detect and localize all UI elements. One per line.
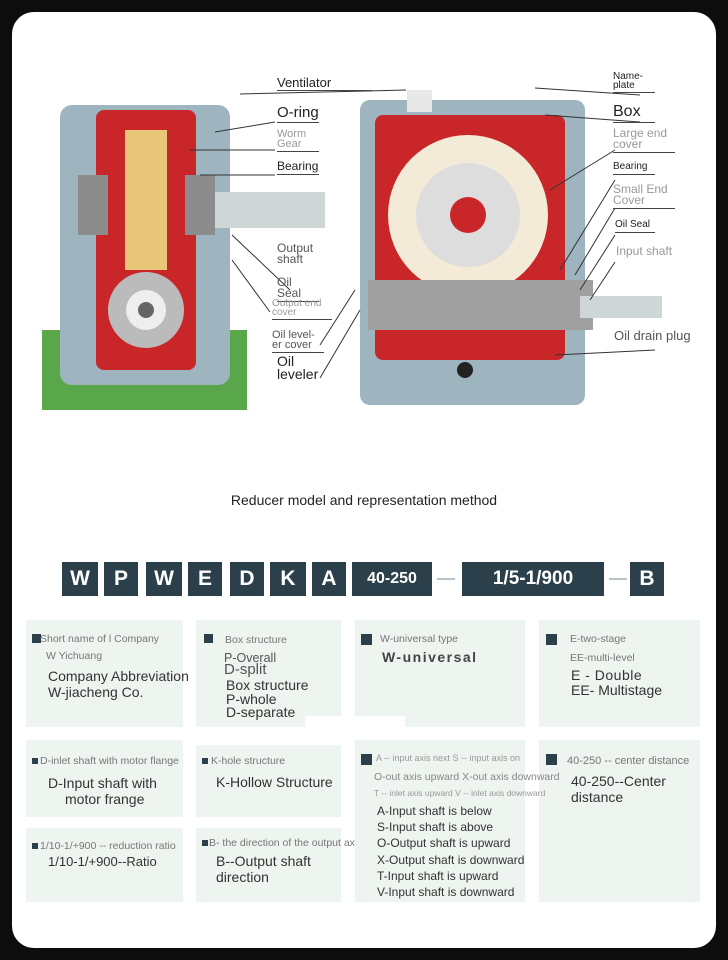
- gearbox-cutaway-diagram: [42, 87, 662, 410]
- card-text: motor frange: [65, 791, 145, 807]
- card-motor-flange: D-inlet shaft with motor flange D-Input …: [26, 740, 183, 817]
- label-nameplate: Name-plate: [613, 72, 655, 93]
- white-patch: [305, 716, 405, 732]
- card-text: S-Input shaft is above: [377, 820, 494, 834]
- card-note: Short name of l Company: [40, 633, 160, 645]
- card-note: O-out axis upward X-out axis downward: [374, 771, 560, 783]
- card-shaft-direction: A -- input axis next S -- input axis on …: [355, 740, 560, 902]
- card-note: T -- inlet axis upward V -- inlet axis d…: [374, 788, 546, 798]
- card-note: EE-multi-level: [570, 652, 635, 664]
- label-o-ring: O-ring: [277, 104, 319, 123]
- card-text: distance: [571, 789, 624, 805]
- code-dash: [609, 578, 627, 580]
- label-oil-drain-plug: Oil drain plug: [614, 328, 691, 343]
- label-output-shaft: Output shaft: [277, 241, 314, 266]
- left-gearbox: [42, 105, 325, 410]
- card-text: E - Double: [571, 667, 643, 683]
- right-gearbox: [360, 90, 662, 405]
- code-letter-w2: W: [146, 562, 182, 596]
- card-note: W-universal type: [380, 633, 459, 645]
- card-note: D-inlet shaft with motor flange: [40, 755, 179, 767]
- card-text: D-Input shaft with: [48, 775, 157, 791]
- card-note: 40-250 -- center distance: [567, 755, 690, 767]
- card-text: Company Abbreviation: [48, 668, 189, 684]
- label-output-end-cover: Output end cover: [272, 299, 332, 320]
- card-box-structure: Box structure P-Overall D-split Box stru…: [196, 620, 341, 727]
- label-ventilator: Ventilator: [277, 76, 372, 91]
- card-text: EE- Multistage: [571, 682, 663, 698]
- label-small-end-cover: Small End Cover: [613, 183, 675, 209]
- card-note: Box structure: [225, 634, 287, 646]
- card-text: W-universal: [382, 649, 478, 665]
- code-center-distance: 40-250: [352, 562, 432, 596]
- card-output-direction: B- the direction of the output axis B--O…: [196, 828, 363, 902]
- label-oil-leveler-cover: Oil level-er cover: [272, 330, 324, 353]
- label-bearing: Bearing: [277, 159, 319, 175]
- code-letter-d: D: [230, 562, 264, 596]
- code-letter-k: K: [270, 562, 306, 596]
- code-letter-e: E: [188, 562, 222, 596]
- card-text: K-Hollow Structure: [216, 774, 333, 790]
- label-oil-leveler: Oil leveler: [277, 353, 319, 382]
- card-text: X-Output shaft is downward: [377, 853, 525, 867]
- card-text: V-Input shaft is downward: [377, 885, 515, 899]
- card-text: P-Overall: [224, 651, 277, 665]
- card-note: A -- input axis next S -- input axis on: [376, 753, 521, 763]
- card-text: T-Input shaft is upward: [377, 869, 499, 883]
- label-worm-gear: Worm Gear: [277, 129, 319, 152]
- card-note: B- the direction of the output axis: [209, 837, 363, 849]
- label-bearing-right: Bearing: [613, 161, 655, 175]
- card-stage: E-two-stage EE-multi-level E - Double EE…: [539, 620, 700, 727]
- card-company: Short name of l Company W Yichuang Compa…: [26, 620, 189, 727]
- code-letter-w: W: [62, 562, 98, 596]
- card-note: E-two-stage: [570, 633, 627, 645]
- section-title: Reducer model and representation method: [230, 492, 498, 508]
- label-oil-seal-left: Oil Seal: [277, 276, 319, 302]
- card-note: K-hole structure: [211, 755, 286, 767]
- card-text: A-Input shaft is below: [377, 804, 492, 818]
- label-oil-seal-right: Oil Seal: [615, 219, 655, 233]
- card-text: B--Output shaft: [216, 853, 311, 869]
- code-letter-a: A: [312, 562, 346, 596]
- card-center-distance: 40-250 -- center distance 40-250--Center…: [539, 740, 700, 902]
- label-box: Box: [613, 104, 655, 123]
- card-universal: W-universal type W-universal: [355, 620, 525, 727]
- code-letter-p: P: [104, 562, 138, 596]
- card-text: Box structure: [226, 677, 309, 693]
- card-text: D-split: [224, 661, 267, 678]
- card-text: 40-250--Center: [571, 773, 666, 789]
- card-text: 1/10-1/+900--Ratio: [48, 854, 157, 869]
- card-text: D-separate: [226, 704, 296, 720]
- card-text: O-Output shaft is upward: [377, 836, 511, 850]
- card-note: 1/10-1/+900 -- reduction ratio: [40, 840, 176, 852]
- card-text: P-whole: [226, 691, 277, 707]
- code-letter-b: B: [630, 562, 664, 596]
- card-note: W Yichuang: [46, 650, 103, 662]
- card-text: W-jiacheng Co.: [48, 684, 144, 700]
- label-large-end-cover: Large end cover: [613, 127, 675, 153]
- card-text: direction: [216, 869, 269, 885]
- code-ratio: 1/5-1/900: [462, 562, 604, 596]
- card-hollow: K-hole structure K-Hollow Structure: [196, 745, 341, 817]
- code-dash: [437, 578, 455, 580]
- card-ratio: 1/10-1/+900 -- reduction ratio 1/10-1/+9…: [26, 828, 183, 902]
- label-input-shaft: Input shaft: [616, 244, 673, 258]
